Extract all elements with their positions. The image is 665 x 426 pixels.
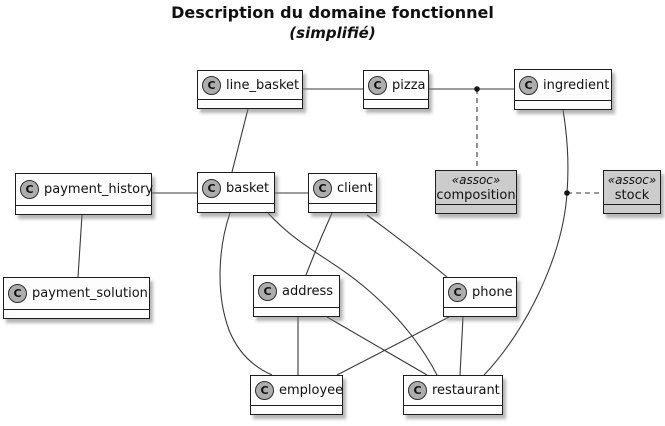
class-name-row: C basket	[198, 173, 274, 203]
edge-payment_history-payment_solution	[77, 214, 83, 278]
class-name-label: employee	[279, 383, 344, 398]
class-attrs-compartment	[404, 405, 502, 414]
class-attrs-compartment	[251, 405, 342, 414]
class-name-label: line_basket	[226, 77, 300, 93]
class-name-label: restaurant	[432, 383, 500, 398]
assoc-class-box-composition: «assoc» composition	[435, 170, 517, 214]
edge-phone-employee	[336, 316, 450, 376]
assoc-anchor-dot-1	[564, 190, 570, 196]
class-box-ingredient: C ingredient	[514, 69, 612, 110]
class-name-row: C employee	[251, 376, 344, 405]
class-box-basket: C basket	[197, 172, 275, 213]
assoc-class-box-stock: «assoc» stock	[603, 170, 661, 214]
diagram-title-block: Description du domaine fonctionnel (simp…	[0, 3, 665, 43]
class-name-label: basket	[226, 180, 270, 196]
edge-phone-restaurant	[459, 316, 464, 376]
class-name-label: client	[337, 181, 373, 196]
edge-basket-restaurant	[267, 212, 438, 376]
class-badge-icon: C	[255, 381, 274, 400]
class-attrs-compartment	[254, 307, 339, 316]
class-name-row: C ingredient	[515, 70, 611, 100]
class-name-label: payment_solution	[32, 286, 148, 301]
class-name-row: C address	[254, 276, 339, 307]
class-name-row: C pizza	[364, 71, 428, 99]
class-badge-icon: C	[20, 180, 39, 199]
edge-client-phone	[366, 214, 448, 278]
class-box-payment_solution: C payment_solution	[3, 277, 150, 319]
class-name-row: C payment_solution	[4, 278, 149, 309]
class-name-row: C phone	[444, 278, 516, 307]
class-box-line_basket: C line_basket	[197, 70, 303, 109]
class-box-address: C address	[253, 275, 340, 317]
class-attrs-compartment	[436, 204, 516, 213]
class-attrs-compartment	[4, 309, 149, 318]
class-name-row: C line_basket	[198, 71, 302, 99]
class-attrs-compartment	[604, 204, 660, 213]
class-badge-icon: C	[258, 282, 277, 301]
class-attrs-compartment	[198, 99, 302, 108]
class-box-payment_history: C payment_history	[15, 173, 154, 215]
class-badge-icon: C	[448, 283, 467, 302]
class-attrs-compartment	[515, 100, 611, 109]
class-attrs-compartment	[309, 203, 376, 212]
class-name-row: C restaurant	[404, 376, 502, 405]
class-name-label: address	[282, 284, 334, 299]
assoc-name-label: stock	[614, 187, 650, 203]
class-box-restaurant: C restaurant	[403, 375, 503, 415]
diagram-title: Description du domaine fonctionnel	[171, 3, 494, 22]
edge-ingredient-restaurant	[483, 109, 569, 376]
class-badge-icon: C	[313, 179, 332, 198]
class-badge-icon: C	[408, 381, 427, 400]
class-attrs-compartment	[364, 99, 428, 108]
class-box-phone: C phone	[443, 277, 517, 317]
edge-address-restaurant	[326, 316, 428, 376]
class-name-row: C payment_history	[16, 174, 154, 205]
assoc-name-label: composition	[436, 187, 516, 203]
edge-basket-employee	[219, 212, 273, 376]
class-attrs-compartment	[198, 203, 274, 212]
assoc-body: «assoc» stock	[604, 171, 660, 204]
class-badge-icon: C	[202, 75, 221, 95]
class-attrs-compartment	[16, 205, 151, 214]
edge-client-address	[305, 212, 333, 276]
assoc-stereotype-label: «assoc»	[451, 172, 501, 187]
class-attrs-compartment	[444, 307, 516, 316]
class-name-row: C client	[309, 174, 376, 203]
class-box-client: C client	[308, 173, 377, 213]
class-badge-icon: C	[202, 178, 221, 198]
class-badge-icon: C	[368, 75, 387, 95]
class-badge-icon: C	[8, 284, 27, 303]
class-name-label: ingredient	[543, 77, 610, 93]
class-name-label: pizza	[392, 77, 426, 93]
class-name-label: phone	[472, 285, 513, 300]
edge-line_basket-basket	[231, 108, 249, 173]
class-box-employee: C employee	[250, 375, 343, 415]
class-box-pizza: C pizza	[363, 70, 429, 109]
assoc-anchor-dot-0	[474, 86, 480, 92]
class-name-label: payment_history	[44, 182, 154, 197]
class-badge-icon: C	[519, 75, 538, 95]
diagram-subtitle: (simplifié)	[289, 24, 376, 42]
assoc-stereotype-label: «assoc»	[607, 172, 657, 187]
assoc-body: «assoc» composition	[436, 171, 516, 204]
